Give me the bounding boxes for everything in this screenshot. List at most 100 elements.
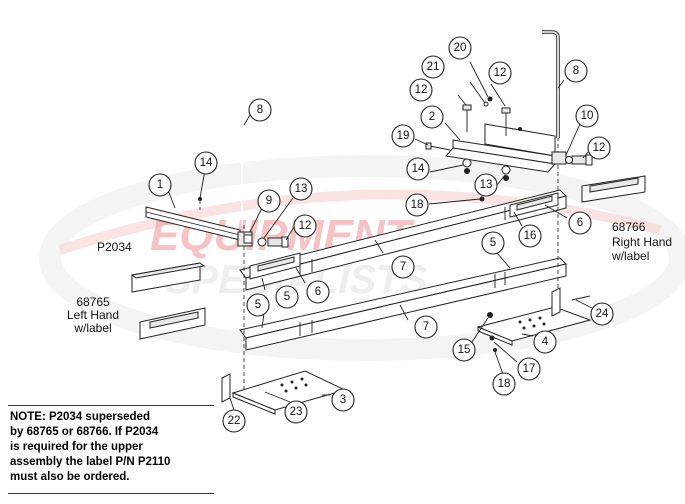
rivet-upper [518,127,522,131]
nut-13b [503,175,509,181]
svg-text:15: 15 [458,344,471,356]
nut-14b [464,168,470,174]
callout-5-right: 5 [481,231,505,255]
washer-14b [462,158,472,168]
label-right-wlabel: w/label [612,249,650,263]
part-3-plate [231,370,347,415]
supersede-note: NOTE: P2034 superseded by 68765 or 68766… [10,410,215,485]
callout-14-right: 14 [406,157,430,181]
label-right-hand: Right Hand [612,235,673,249]
part-p2034 [130,262,206,293]
svg-text:13: 13 [480,179,493,191]
washer-right [565,156,573,164]
note-top-rule [8,405,214,406]
svg-text:12: 12 [593,142,606,154]
svg-text:7: 7 [400,261,406,273]
callout-5-lower-left: 5 [246,293,270,317]
bolt-12d [571,154,593,166]
nut-17 [489,335,495,341]
svg-text:8: 8 [257,104,263,116]
part-8-right-rod [542,30,560,138]
svg-text:12: 12 [494,67,507,79]
svg-text:5: 5 [490,237,496,249]
callout-12-right: 12 [587,136,611,160]
svg-text:17: 17 [523,363,536,375]
callout-2: 2 [420,105,444,129]
washer-13a [257,237,267,247]
part-9-hinge [237,231,253,247]
rivet-14a [198,197,202,201]
bracket-24 [551,287,591,317]
svg-text:14: 14 [200,157,213,169]
bracket-22 [221,373,231,403]
bolt-15 [487,312,493,318]
svg-text:1: 1 [157,179,163,191]
part-68765-left-hand [139,307,206,340]
callout-23: 23 [284,400,308,424]
lower-rail-7 [239,257,567,351]
svg-text:13: 13 [295,183,308,195]
part-10-hinge [551,151,567,165]
callout-10: 10 [575,104,599,128]
svg-text:4: 4 [542,336,549,348]
callout-21: 21 [421,55,445,79]
callout-24: 24 [590,302,614,326]
svg-text:20: 20 [454,42,467,54]
callout-9: 9 [257,189,281,213]
svg-text:6: 6 [315,286,321,298]
label-plate-6b [509,192,559,218]
svg-text:3: 3 [340,394,346,406]
callout-3: 3 [331,388,355,412]
note-bottom-rule [8,493,214,494]
svg-text:10: 10 [581,110,594,122]
note-line-5: must also be ordered. [10,471,130,483]
callout-19: 19 [391,124,415,148]
washer-13b [501,165,511,175]
bolt-12c [501,107,511,136]
callout-18-upper: 18 [405,193,429,217]
svg-text:6: 6 [577,217,583,229]
svg-text:19: 19 [397,130,410,142]
svg-text:16: 16 [524,230,537,242]
callout-6-right: 6 [568,211,592,235]
callout-7-lower: 7 [414,315,438,339]
callout-20: 20 [448,36,472,60]
svg-text:14: 14 [412,163,425,175]
nut-20 [487,96,493,102]
svg-text:8: 8 [573,65,579,77]
svg-text:23: 23 [290,406,303,418]
svg-text:21: 21 [427,61,440,73]
note-line-4: assembly the label P/N P2110 [10,456,171,468]
callout-4: 4 [533,330,557,354]
callout-5-upper-left: 5 [275,285,299,309]
callout-22: 22 [222,409,246,433]
callout-17: 17 [517,357,541,381]
note-line-1: NOTE: P2034 superseded [10,411,150,423]
callout-16: 16 [518,224,542,248]
note-line-3: is required for the upper [10,441,143,453]
callout-8-right: 8 [564,59,588,83]
callout-1: 1 [148,173,172,197]
part-68766-right-hand [581,175,646,203]
svg-text:5: 5 [284,291,290,303]
callout-13-right: 13 [474,173,498,197]
bolt-19 [425,142,451,151]
callout-18-lower: 18 [492,372,516,396]
label-plate-6a [249,252,301,280]
label-p2034: P2034 [97,240,132,254]
callout-15: 15 [452,338,476,362]
label-68765: 68765 [76,295,110,309]
callout-12-left: 12 [293,214,317,238]
svg-text:12: 12 [299,220,312,232]
svg-text:22: 22 [228,415,241,427]
label-left-hand: Left Hand [66,308,120,322]
rivet-18a [479,196,485,202]
svg-text:9: 9 [266,195,272,207]
svg-text:2: 2 [429,111,435,123]
part-8-left-rod [224,91,243,226]
leader-lines [167,61,593,411]
note-line-2: by 68765 or 68766. If P2034 [10,426,159,438]
callout-12-upper: 12 [409,78,433,102]
callout-7-upper: 7 [391,255,415,279]
